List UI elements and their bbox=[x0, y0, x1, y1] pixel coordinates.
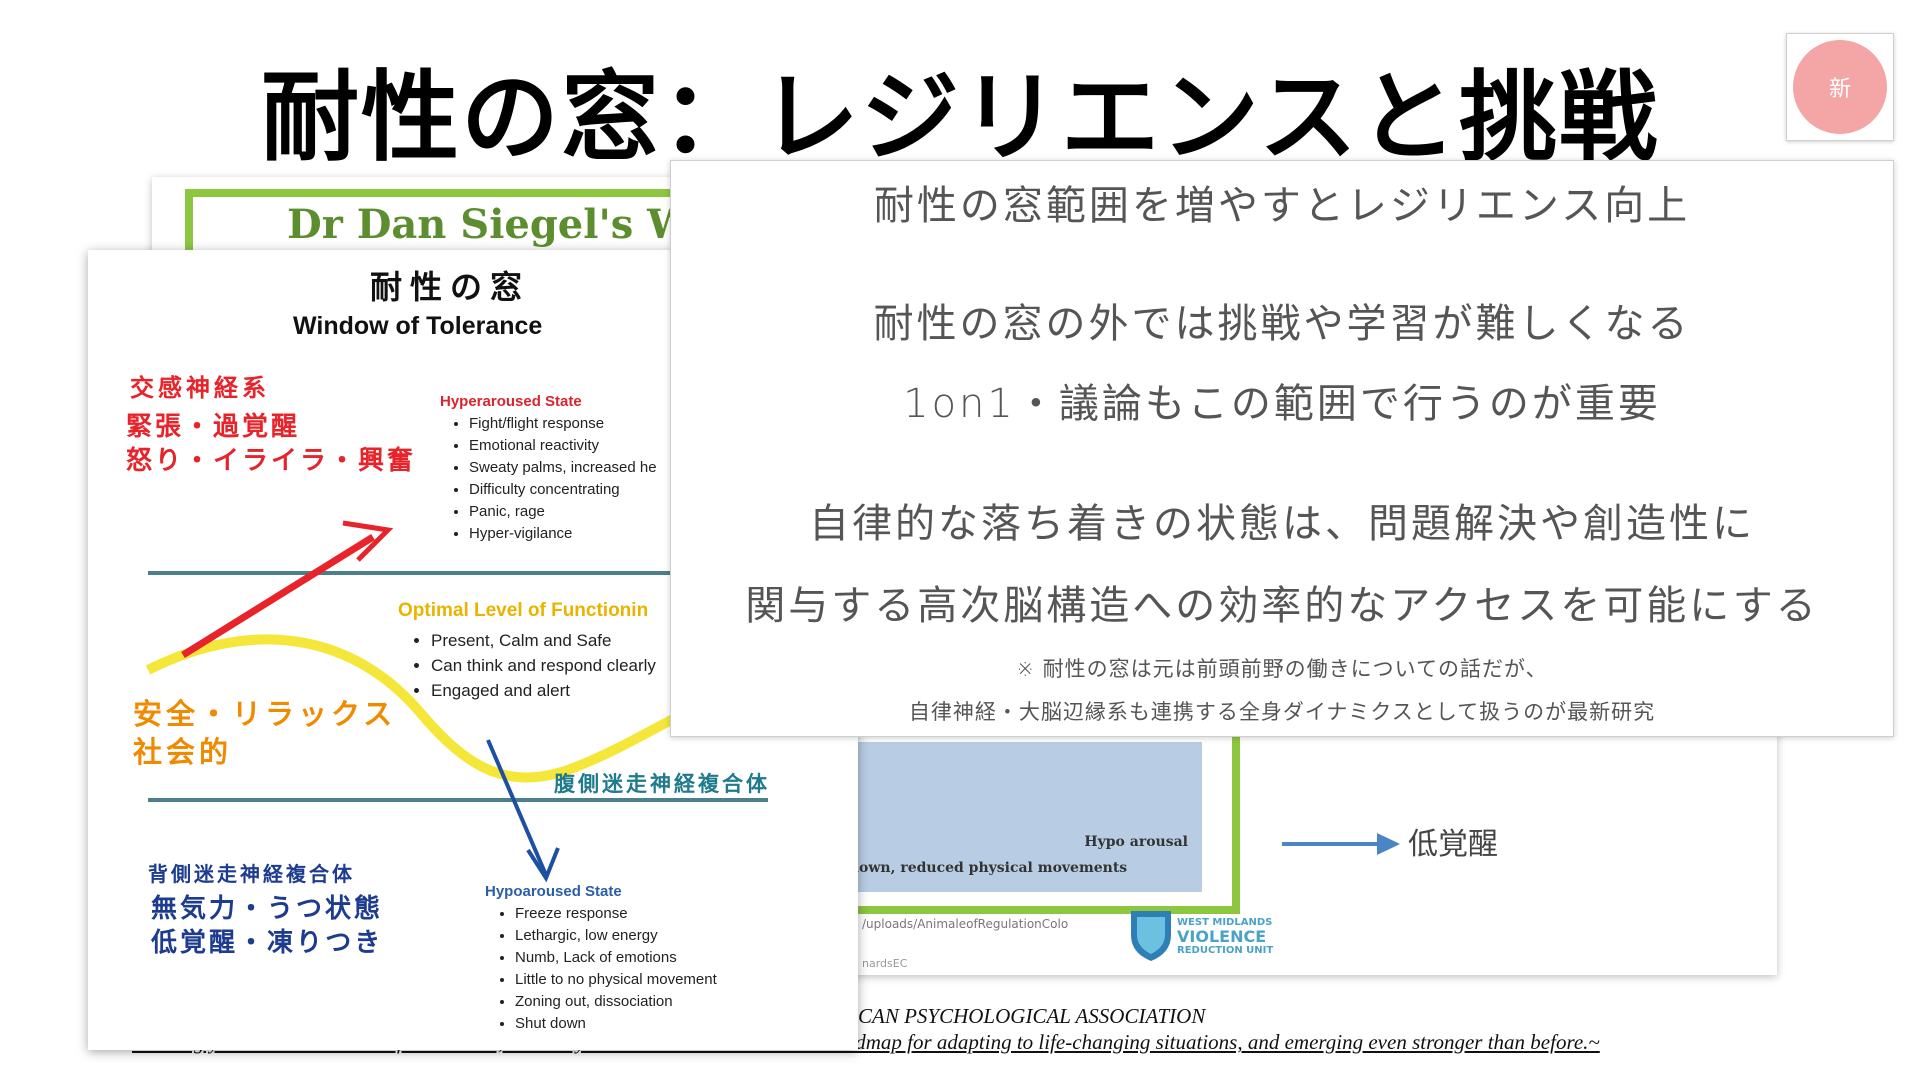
dorsal-vagal-desc: 無気力・うつ状態 低覚醒・凍りつき bbox=[151, 894, 384, 958]
ventral-vagal-label: 腹側迷走神経複合体 bbox=[554, 772, 770, 796]
blue-arrow-line bbox=[486, 739, 548, 876]
wot-title-jp: 耐性の窓 bbox=[370, 268, 531, 306]
hypo-state-list: Freeze response Lethargic, low energy Nu… bbox=[497, 903, 717, 1035]
logo-text: WEST MIDLANDS VIOLENCE REDUCTION UNIT bbox=[1177, 917, 1274, 956]
red-arrow-line bbox=[181, 534, 375, 658]
list-item: Engaged and alert bbox=[431, 678, 656, 703]
panel-line-5: 関与する高次脳構造への効率的なアクセスを可能にする bbox=[745, 583, 1819, 629]
list-item: Lethargic, low energy bbox=[515, 925, 717, 947]
list-item: Numb, Lack of emotions bbox=[515, 947, 717, 969]
list-item: Can think and respond clearly bbox=[431, 653, 656, 678]
new-badge-frame: 新 bbox=[1786, 33, 1894, 141]
sympathetic-desc: 緊張・過覚醒 怒り・イライラ・興奮 bbox=[126, 412, 417, 476]
arrow-right-icon bbox=[1282, 833, 1400, 855]
list-item: Hyper-vigilance bbox=[469, 523, 657, 545]
list-item: Freeze response bbox=[515, 903, 717, 925]
hypo-state-heading: Hypoaroused State bbox=[485, 883, 622, 900]
back-slide-title: Dr Dan Siegel's Win bbox=[287, 201, 736, 248]
low-arousal-label: 低覚醒 bbox=[1408, 827, 1498, 862]
dorsal-vagal-label: 背側迷走神経複合体 bbox=[148, 862, 355, 886]
list-item: Emotional reactivity bbox=[469, 435, 657, 457]
list-item: Sweaty palms, increased he bbox=[469, 457, 657, 479]
hyper-state-heading: Hyperaroused State bbox=[440, 393, 582, 410]
safe-relax-label: 安全・リラックス 社会的 bbox=[133, 697, 397, 769]
sympathetic-label: 交感神経系 bbox=[130, 374, 270, 402]
panel-note-2: 自律神経・大脳辺縁系も連携する全身ダイナミクスとして扱うのが最新研究 bbox=[908, 700, 1656, 724]
list-item: Panic, rage bbox=[469, 501, 657, 523]
shutdown-text: s, shut down, reduced physical movements bbox=[792, 860, 1128, 876]
panel-line-2: 耐性の窓の外では挑戦や学習が難しくなる bbox=[873, 301, 1691, 347]
list-item: Shut down bbox=[515, 1013, 717, 1035]
shield-logo-icon bbox=[1131, 911, 1171, 961]
back-url-fragment-2: nardsEC bbox=[862, 957, 908, 970]
panel-line-4: 自律的な落ち着きの状態は、問題解決や創造性に bbox=[809, 501, 1755, 547]
list-item: Zoning out, dissociation bbox=[515, 991, 717, 1013]
apa-heading: CAN PSYCHOLOGICAL ASSOCIATION bbox=[858, 1004, 1206, 1028]
list-item: Fight/flight response bbox=[469, 413, 657, 435]
panel-line-1: 耐性の窓範囲を増やすとレジリエンス向上 bbox=[873, 183, 1691, 229]
blue-arrow-head bbox=[526, 847, 560, 883]
list-item: Difficulty concentrating bbox=[469, 479, 657, 501]
slide-title: 耐性の窓：レジリエンスと挑戦 bbox=[260, 61, 1660, 175]
red-arrow-head bbox=[342, 520, 394, 562]
back-url-fragment: /uploads/AnimaleofRegulationColo bbox=[862, 917, 1069, 931]
panel-line-3: 1on1・議論もこの範囲で行うのが重要 bbox=[903, 381, 1661, 427]
hyper-state-list: Fight/flight response Emotional reactivi… bbox=[451, 413, 657, 545]
explanation-panel: 耐性の窓範囲を増やすとレジリエンス向上 耐性の窓の外では挑戦や学習が難しくなる … bbox=[670, 160, 1894, 737]
wot-title-en: Window of Tolerance bbox=[293, 312, 543, 340]
optimal-state-list: Present, Calm and Safe Can think and res… bbox=[413, 628, 656, 703]
new-badge[interactable]: 新 bbox=[1793, 40, 1887, 134]
hypo-arousal-zone: Hypo arousal s, shut down, reduced physi… bbox=[792, 742, 1202, 892]
hypo-arousal-label: Hypo arousal bbox=[1084, 834, 1188, 850]
list-item: Present, Calm and Safe bbox=[431, 628, 656, 653]
optimal-state-heading: Optimal Level of Functionin bbox=[398, 600, 649, 621]
panel-note-1: ※ 耐性の窓は元は前頭前野の働きについての話だが、 bbox=[1016, 657, 1548, 681]
list-item: Little to no physical movement bbox=[515, 969, 717, 991]
